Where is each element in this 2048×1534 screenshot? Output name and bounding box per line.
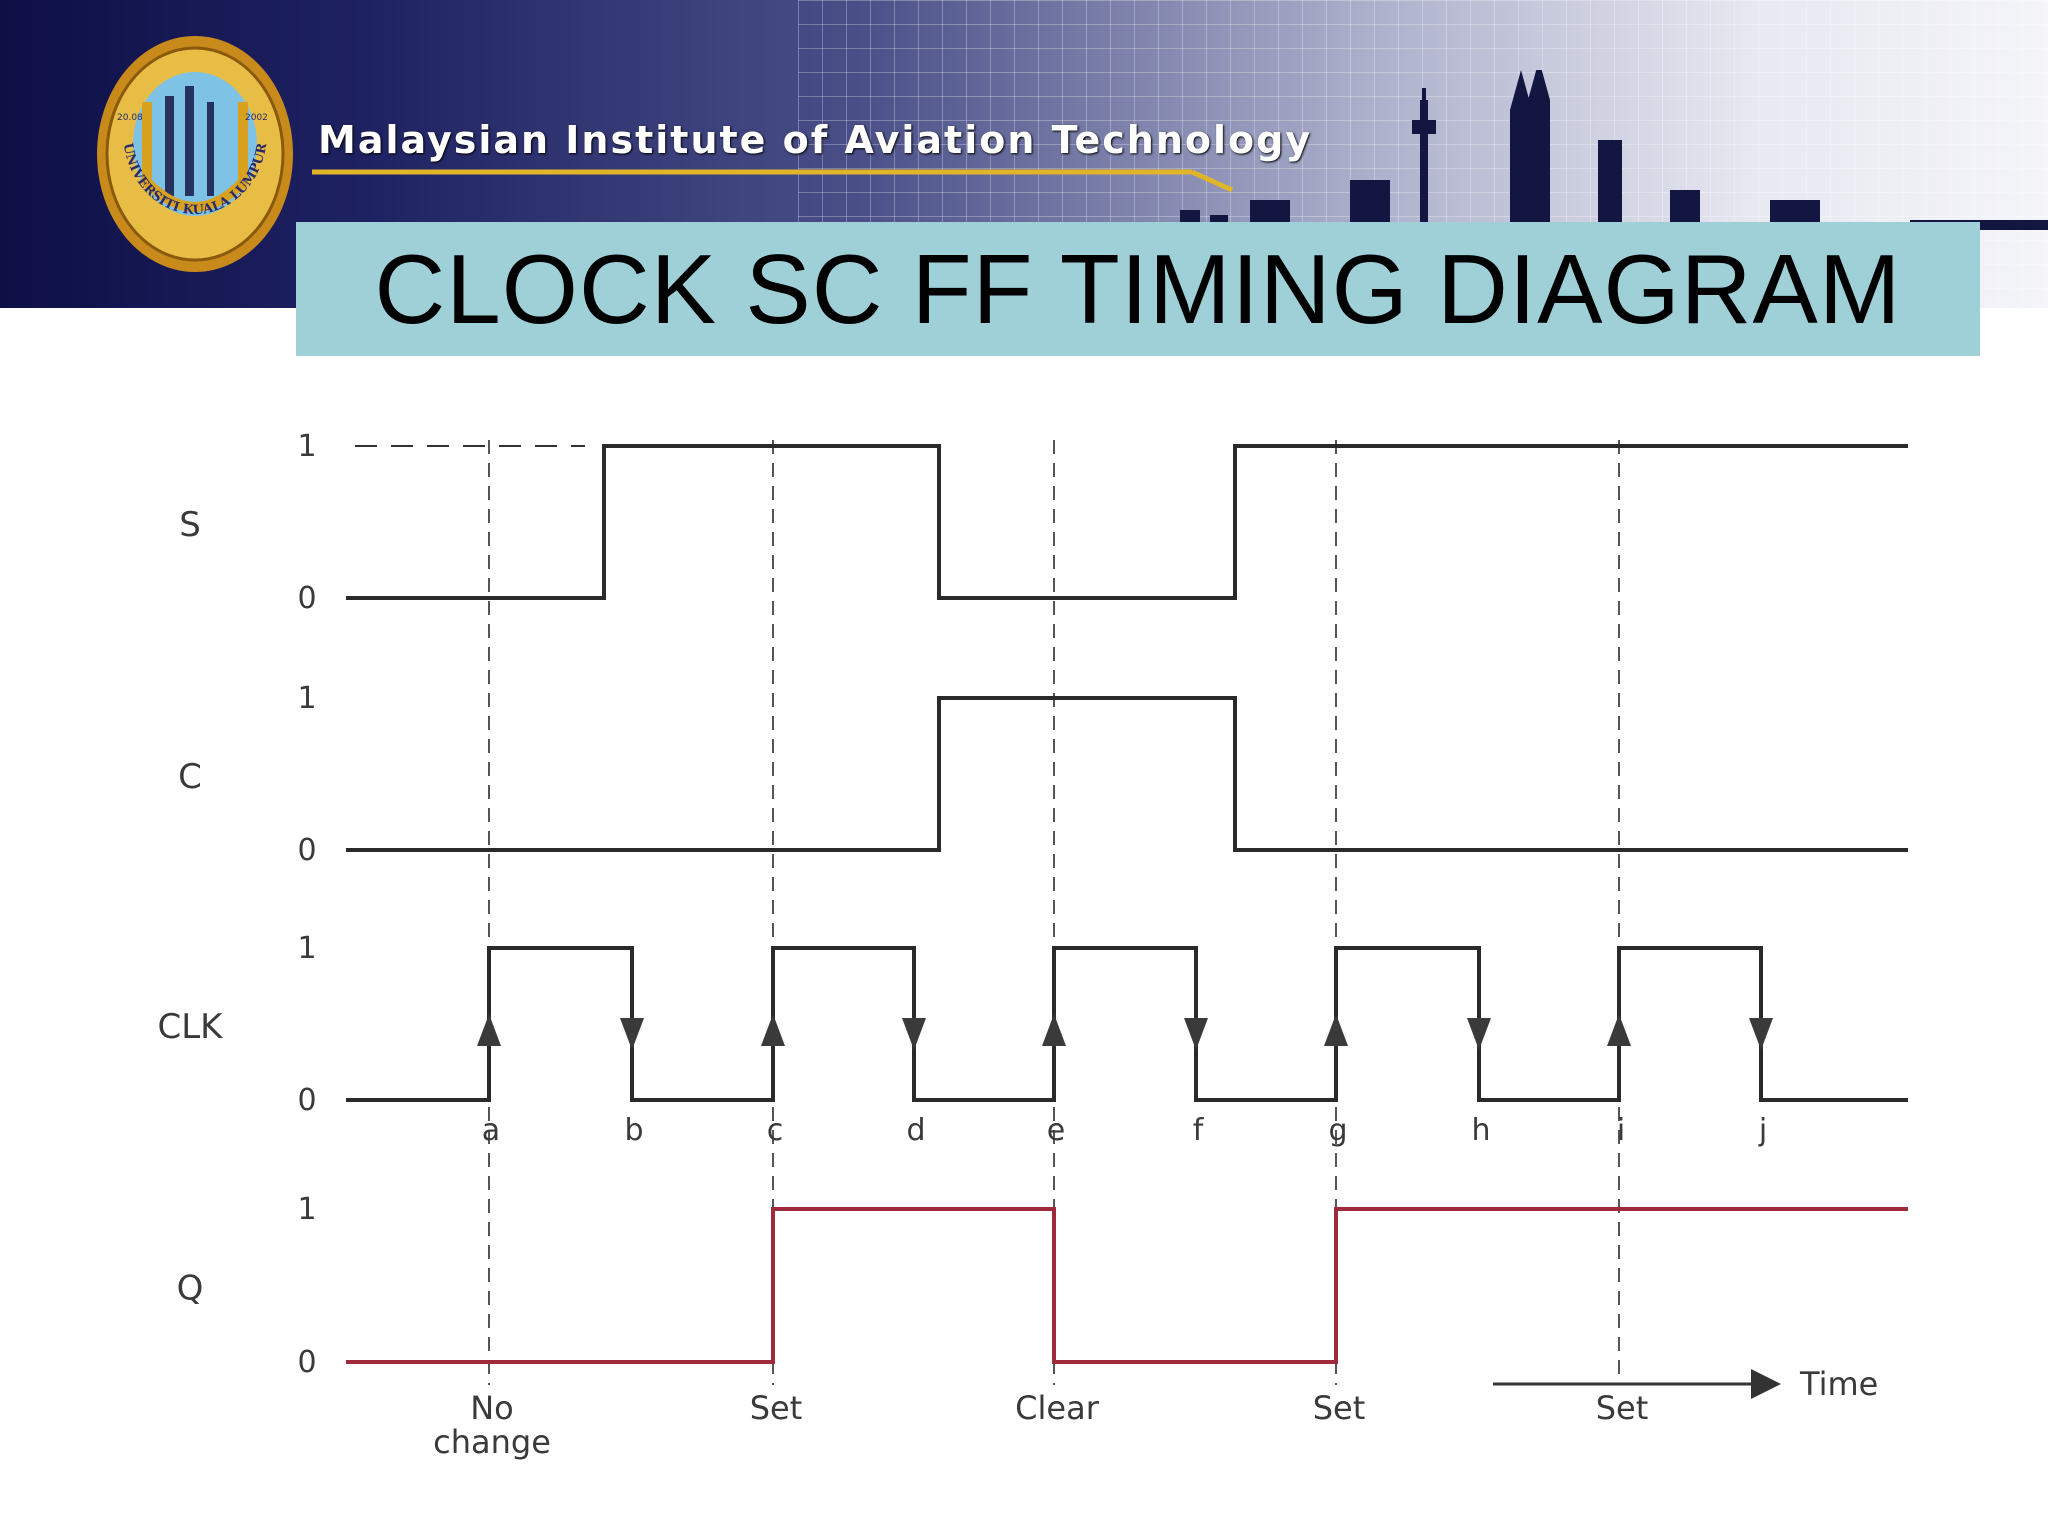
logo-year-left: 20.08 <box>117 113 143 123</box>
falling-edge-arrow-h <box>1467 1018 1491 1050</box>
falling-edge-arrow-j <box>1749 1018 1773 1050</box>
clock-point-i: i <box>1617 1113 1625 1148</box>
signal-c-waveform <box>346 696 1908 852</box>
clock-point-f: f <box>1193 1113 1205 1148</box>
clock-point-d: d <box>906 1113 925 1148</box>
clock-point-h: h <box>1471 1113 1490 1148</box>
signal-q-level-0: 0 <box>297 1345 316 1380</box>
signal-c-level-0: 0 <box>297 833 316 868</box>
clock-point-a: a <box>482 1113 500 1148</box>
signal-clk-waveform <box>346 946 1908 1102</box>
clock-point-e: e <box>1047 1113 1065 1148</box>
rising-edge-arrow-c <box>761 1014 785 1046</box>
clock-point-c: c <box>767 1113 784 1148</box>
rising-edge-arrow-i <box>1607 1014 1631 1046</box>
result-label-g: Set <box>1313 1389 1366 1427</box>
rising-edge-arrow-g <box>1324 1014 1348 1046</box>
signal-s-waveform <box>346 444 1908 600</box>
clock-point-j: j <box>1758 1113 1767 1148</box>
falling-edge-arrow-d <box>902 1018 926 1050</box>
result-label-a: No <box>470 1389 514 1427</box>
result-label-a-line2: change <box>433 1423 551 1461</box>
falling-edge-arrow-f <box>1184 1018 1208 1050</box>
org-name: Malaysian Institute of Aviation Technolo… <box>318 118 1313 162</box>
signal-q-level-1: 1 <box>297 1192 316 1227</box>
logo-year-right: 2002 <box>245 113 268 123</box>
result-label-c: Set <box>750 1389 803 1427</box>
clock-point-b: b <box>624 1113 643 1148</box>
signal-q-label: Q <box>177 1269 204 1309</box>
falling-edge-arrow-b <box>620 1018 644 1050</box>
time-label: Time <box>1799 1365 1878 1403</box>
signal-s-level-1: 1 <box>297 429 316 464</box>
clock-point-g: g <box>1328 1113 1347 1148</box>
university-logo: UNIVERSITI KUALA LUMPUR 20.08 2002 <box>97 36 293 272</box>
rising-edge-arrow-a <box>477 1014 501 1046</box>
result-label-e: Clear <box>1015 1389 1100 1427</box>
slide-title: CLOCK SC FF TIMING DIAGRAM <box>374 233 1902 344</box>
signal-s-level-0: 0 <box>297 581 316 616</box>
signal-clk-label: CLK <box>158 1007 225 1047</box>
signal-c-label: C <box>178 757 202 797</box>
title-band: CLOCK SC FF TIMING DIAGRAM <box>296 222 1980 356</box>
signal-clk-level-1: 1 <box>297 931 316 966</box>
signal-s-label: S <box>179 505 201 545</box>
signal-clk-level-0: 0 <box>297 1083 316 1118</box>
signal-q-waveform <box>346 1207 1908 1364</box>
result-label-i: Set <box>1596 1389 1649 1427</box>
rising-edge-arrow-e <box>1042 1014 1066 1046</box>
signal-c-level-1: 1 <box>297 681 316 716</box>
org-underline <box>312 169 1234 193</box>
